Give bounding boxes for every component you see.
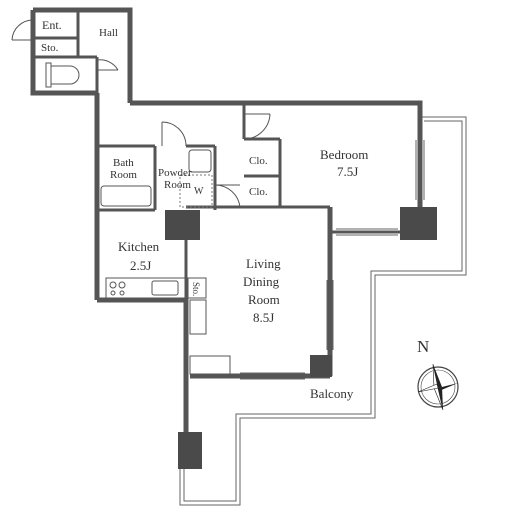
storage-label: Sto. bbox=[41, 42, 59, 54]
kitchen-sink bbox=[151, 280, 179, 296]
powder-sink bbox=[188, 149, 212, 173]
compass-ring-inner bbox=[420, 369, 456, 405]
shelf bbox=[189, 299, 207, 335]
balcony-label: Balcony bbox=[310, 386, 354, 401]
bath-label-line2: Room bbox=[110, 169, 137, 181]
compass-ring bbox=[417, 366, 459, 408]
closet-label-2: Clo. bbox=[249, 186, 268, 198]
window-lines bbox=[240, 140, 425, 380]
compass: N bbox=[417, 337, 459, 411]
hall-label: Hall bbox=[99, 27, 118, 39]
bedroom-size: 7.5J bbox=[337, 164, 358, 179]
shelf bbox=[189, 355, 231, 375]
compass-needle-icon bbox=[433, 364, 442, 388]
north-label: N bbox=[417, 337, 429, 356]
washer-area bbox=[179, 174, 213, 208]
kitchen-size: 2.5J bbox=[130, 258, 151, 273]
pillar bbox=[165, 210, 200, 240]
fixtures bbox=[45, 62, 231, 375]
entrance-label: Ent. bbox=[42, 18, 62, 32]
toilet-tank bbox=[45, 62, 52, 88]
living-size: 8.5J bbox=[253, 310, 274, 325]
kitchen-name: Kitchen bbox=[118, 239, 160, 254]
living-label-line3: Room bbox=[248, 292, 280, 307]
door-swings bbox=[11, 19, 271, 208]
pillar bbox=[178, 432, 202, 469]
powder-label-line2: Room bbox=[164, 179, 191, 191]
closet-label-1: Clo. bbox=[249, 155, 268, 167]
living-label-line1: Living bbox=[246, 256, 281, 271]
balcony-outline bbox=[179, 116, 467, 506]
bedroom-name: Bedroom bbox=[320, 147, 368, 162]
pillars bbox=[165, 207, 437, 469]
room-labels: Ent. Sto. Hall Bath Room Powder Room W C… bbox=[41, 18, 368, 401]
stove-burner bbox=[119, 290, 125, 296]
bathtub bbox=[100, 185, 152, 207]
kitchen-storage-cabinet bbox=[187, 277, 207, 299]
stove-burner bbox=[118, 281, 126, 289]
washer-label: W bbox=[194, 186, 204, 197]
stove-burner bbox=[110, 290, 116, 296]
exterior-walls bbox=[30, 7, 423, 458]
pillar bbox=[400, 207, 437, 240]
stove-burner bbox=[109, 281, 117, 289]
interior-walls bbox=[33, 10, 400, 300]
bath-label-line1: Bath bbox=[113, 157, 134, 169]
kitchen-storage-label: Sto. bbox=[191, 282, 201, 296]
pillar bbox=[310, 355, 332, 377]
powder-label-line1: Powder bbox=[158, 167, 192, 179]
toilet-bowl bbox=[50, 65, 80, 85]
living-label-line2: Dining bbox=[243, 274, 280, 289]
